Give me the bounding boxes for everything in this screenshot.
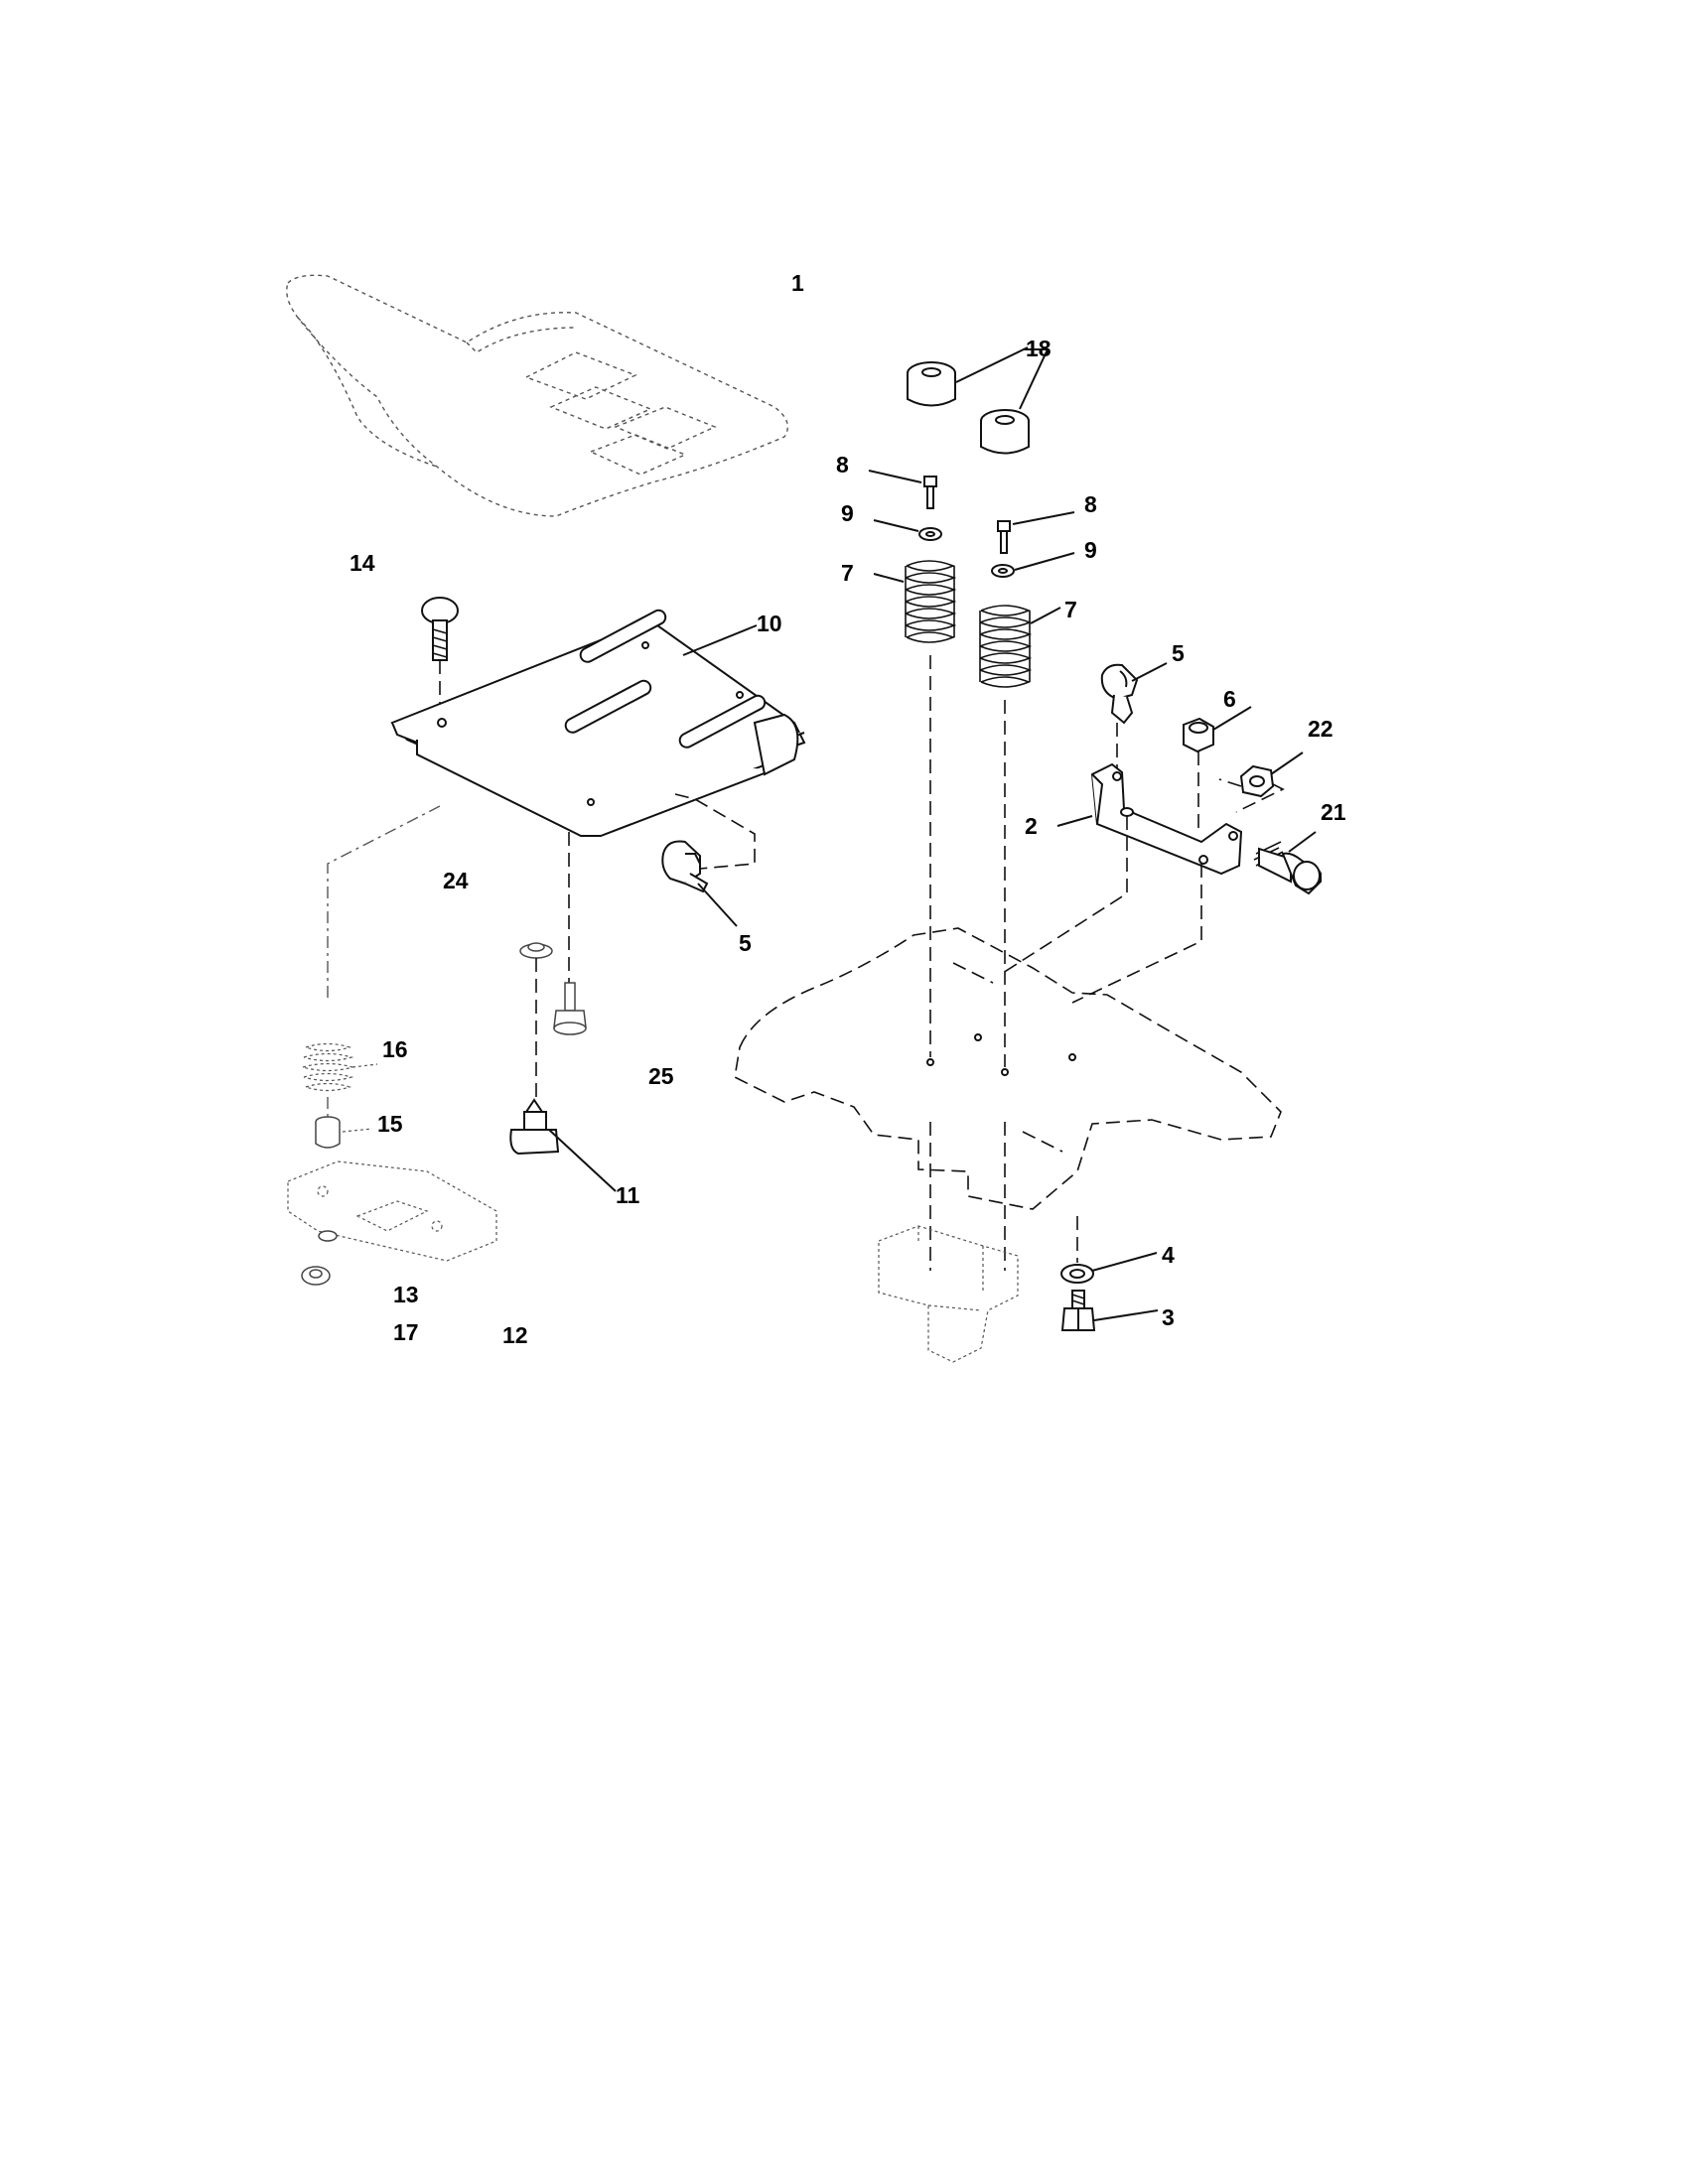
callout-9-right: 9 <box>1084 537 1097 563</box>
bushing-part-18-right <box>980 409 1030 455</box>
clip-part-5-upper <box>1100 663 1139 725</box>
callout-6: 6 <box>1223 686 1236 712</box>
callout-9-left: 9 <box>841 500 854 526</box>
callout-5-upper: 5 <box>1172 640 1185 666</box>
clip-part-5-lower <box>661 840 709 893</box>
callout-8-left: 8 <box>836 452 849 478</box>
callout-25: 25 <box>648 1063 674 1089</box>
callout-11: 11 <box>616 1182 640 1208</box>
carriage-bolt-part-14 <box>421 597 459 661</box>
callout-13: 13 <box>393 1282 419 1307</box>
bushing-part-15 <box>315 1116 341 1149</box>
locknut-part-6 <box>1183 717 1214 753</box>
callout-2: 2 <box>1025 813 1038 839</box>
hex-bolt-part-3 <box>1060 1290 1096 1331</box>
washer-part-9-left <box>918 527 942 541</box>
bumper-part-11 <box>509 1098 560 1156</box>
locknut-part-17 <box>301 1266 331 1286</box>
callout-22: 22 <box>1308 716 1333 742</box>
washer-part-9-right <box>991 564 1015 578</box>
callout-12: 12 <box>502 1322 528 1348</box>
callout-21: 21 <box>1321 799 1346 825</box>
seat-pan-part-10 <box>390 609 806 837</box>
callout-7-left: 7 <box>841 560 854 586</box>
callout-8-right: 8 <box>1084 491 1097 517</box>
seat-part-1 <box>286 274 788 517</box>
bolt-part-8-right <box>997 520 1011 554</box>
stud-part-25 <box>519 942 587 1035</box>
callout-3: 3 <box>1162 1304 1175 1330</box>
frame-tabs <box>878 1225 1019 1363</box>
callout-14: 14 <box>350 550 375 576</box>
callout-1: 1 <box>791 270 804 296</box>
callout-16: 16 <box>382 1036 408 1062</box>
spring-part-7-left <box>905 560 957 643</box>
base-plate-part-12 <box>287 1160 497 1262</box>
washer-part-4 <box>1060 1264 1094 1284</box>
bracket-part-2 <box>1090 762 1243 876</box>
callout-18: 18 <box>1026 336 1052 361</box>
frame-outline <box>734 927 1282 1210</box>
spring-part-7-right <box>979 605 1033 688</box>
bushing-part-18-left <box>907 361 956 407</box>
callout-24: 24 <box>443 868 469 893</box>
shoulder-bolt-part-21 <box>1253 841 1322 895</box>
callout-17: 17 <box>393 1319 419 1345</box>
callout-7-right: 7 <box>1064 597 1077 622</box>
callout-10: 10 <box>757 611 782 636</box>
nut-part-22 <box>1239 764 1275 798</box>
washer-part-13 <box>318 1230 338 1242</box>
callout-4: 4 <box>1162 1242 1175 1268</box>
spring-part-16 <box>302 1042 355 1092</box>
callout-5-lower: 5 <box>739 930 752 956</box>
callout-15: 15 <box>377 1111 403 1137</box>
bolt-part-8-left <box>923 476 937 509</box>
